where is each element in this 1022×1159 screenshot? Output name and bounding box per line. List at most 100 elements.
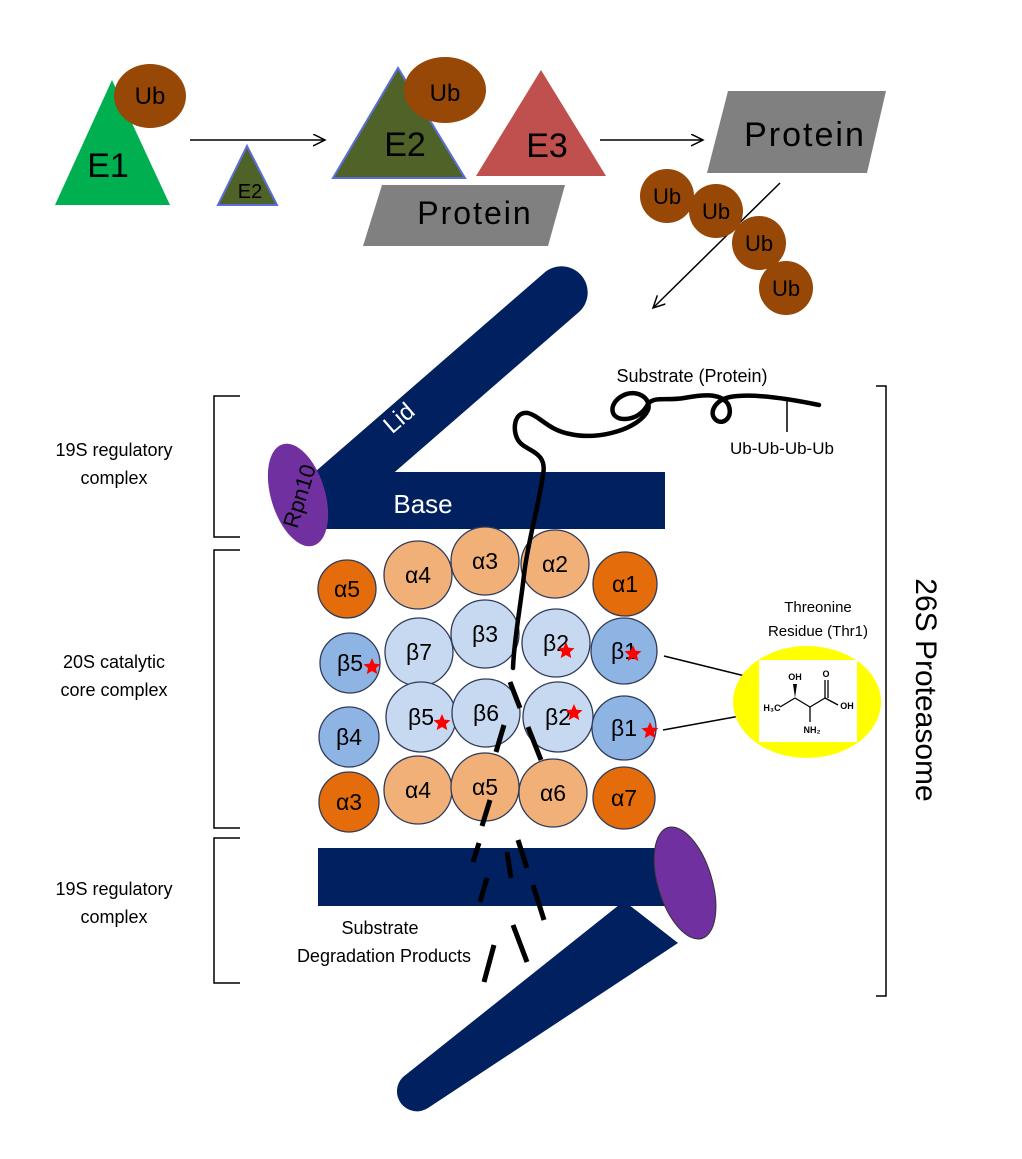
brackets [213,385,887,997]
subunit-circle [450,526,520,596]
proteasome-labels: Substrate (Protein) Ub-Ub-Ub-Ub 19S regu… [55,366,942,966]
subunit-label: β1 [611,715,637,741]
thr-o-top: O [822,669,829,679]
bottom-base-bar [318,848,680,906]
subunit-circle [317,559,377,619]
e1-ub-circle [114,64,186,128]
e1-ub-label: Ub [135,83,166,110]
e3-triangle [476,70,606,176]
fragment-line [530,884,547,921]
bond-line [794,697,811,708]
products-line-2: Degradation Products [297,946,471,966]
fragment-line [507,681,523,709]
subunit-circle [318,771,380,833]
thr-oh-top: OH [788,672,802,682]
protein-lower-shape [363,185,565,246]
fragment-line [515,839,530,869]
thr-h3c: H₃C [763,703,781,713]
e1-triangle [55,80,170,205]
subunit-label: α3 [472,548,498,574]
fragment-line [479,799,493,827]
rpn10-ellipse [267,443,329,547]
substrate-label: Substrate (Protein) [616,366,767,386]
catalytic-site-stars [363,642,659,739]
threonine-line-1: Threonine [784,599,852,616]
thr-oh-right: OH [840,701,854,711]
bracket-26s [876,385,887,997]
catalytic-star-icon [641,722,659,739]
catalytic-star-icon [363,658,381,675]
catalytic-star-icon [565,704,583,721]
subunit-label: α1 [612,571,638,597]
base-bar [310,472,665,529]
bottom-rpn10-ellipse [653,826,717,940]
e2-ub-circle [404,57,486,123]
regulatory-complex-top: Lid Base Rpn10 [267,266,665,547]
base-label: Base [393,489,452,519]
fragment-line [493,724,507,753]
ubiquitination-cascade: Ub E1 E2 Protein E2 Ub E3 Protein Ub Ub … [55,57,886,315]
e1-label: E1 [87,147,129,185]
e3-label: E3 [526,127,568,165]
e2-ub-label: Ub [430,80,461,107]
regulatory-top-line-1: 19S regulatory [55,440,172,460]
subunit-label: β5 [408,704,434,730]
ub-chain-label-4: Ub [772,276,800,301]
ub-tag-label: Ub-Ub-Ub-Ub [730,439,834,458]
catalytic-star-icon [433,714,451,731]
thr-connector-line [663,655,746,677]
subunit-circle [518,758,588,828]
subunit-label: α5 [472,774,498,800]
regulatory-bottom-line-2: complex [80,907,147,927]
bracket-regulatory-bottom [213,837,240,984]
regulatory-top-line-2: complex [80,468,147,488]
fragment-line [510,924,530,963]
subunit-label: α4 [405,562,431,588]
catalytic-line-1: 20S catalytic [63,652,165,672]
subunit-label: β6 [473,700,499,726]
fragment-line [477,877,490,903]
products-line-1: Substrate [341,918,418,938]
wedge-bond [793,684,797,698]
bond-line [824,697,839,706]
subunit-circle [383,540,453,610]
fragment-line [470,842,482,863]
thr-connector-line [662,715,741,731]
subunit-label: β5 [337,650,363,676]
protein-lower-label: Protein [417,195,532,231]
fragment-line [525,726,544,761]
subunit-circle [318,706,380,768]
protein-to-proteasome-arrow [653,182,781,308]
subunit-circle [319,632,381,694]
substrate-fragments [470,681,547,983]
fragment-line [504,851,514,879]
lid-bar [293,266,588,497]
subunit-label: α3 [336,789,362,815]
bond-line [809,697,826,708]
subunit-label: β4 [336,724,362,750]
bracket-regulatory-top [213,395,240,538]
subunit-label: α6 [540,780,566,806]
ub-chain-label-1: Ub [653,184,681,209]
subunit-circle [590,617,658,685]
ub-chain-label-2: Ub [702,199,730,224]
bracket-catalytic [213,549,240,829]
subunit-circle [522,681,594,753]
subunit-circle [520,529,590,599]
bottom-lid-bar [396,901,678,1112]
bond-line [779,697,796,708]
proteasome-name: 26S Proteasome [909,578,942,801]
thr-nh2: NH₂ [804,725,821,735]
subunit-label: α7 [611,785,637,811]
fragment-line [481,944,497,983]
subunit-label: α5 [334,576,360,602]
substrate-line [510,390,822,671]
e2-label: E2 [384,126,426,164]
catalytic-star-icon [624,645,642,662]
ub-chain-circle-4 [759,261,813,315]
subunit-label: α2 [542,551,568,577]
ub-chain-circle-1 [640,169,694,223]
